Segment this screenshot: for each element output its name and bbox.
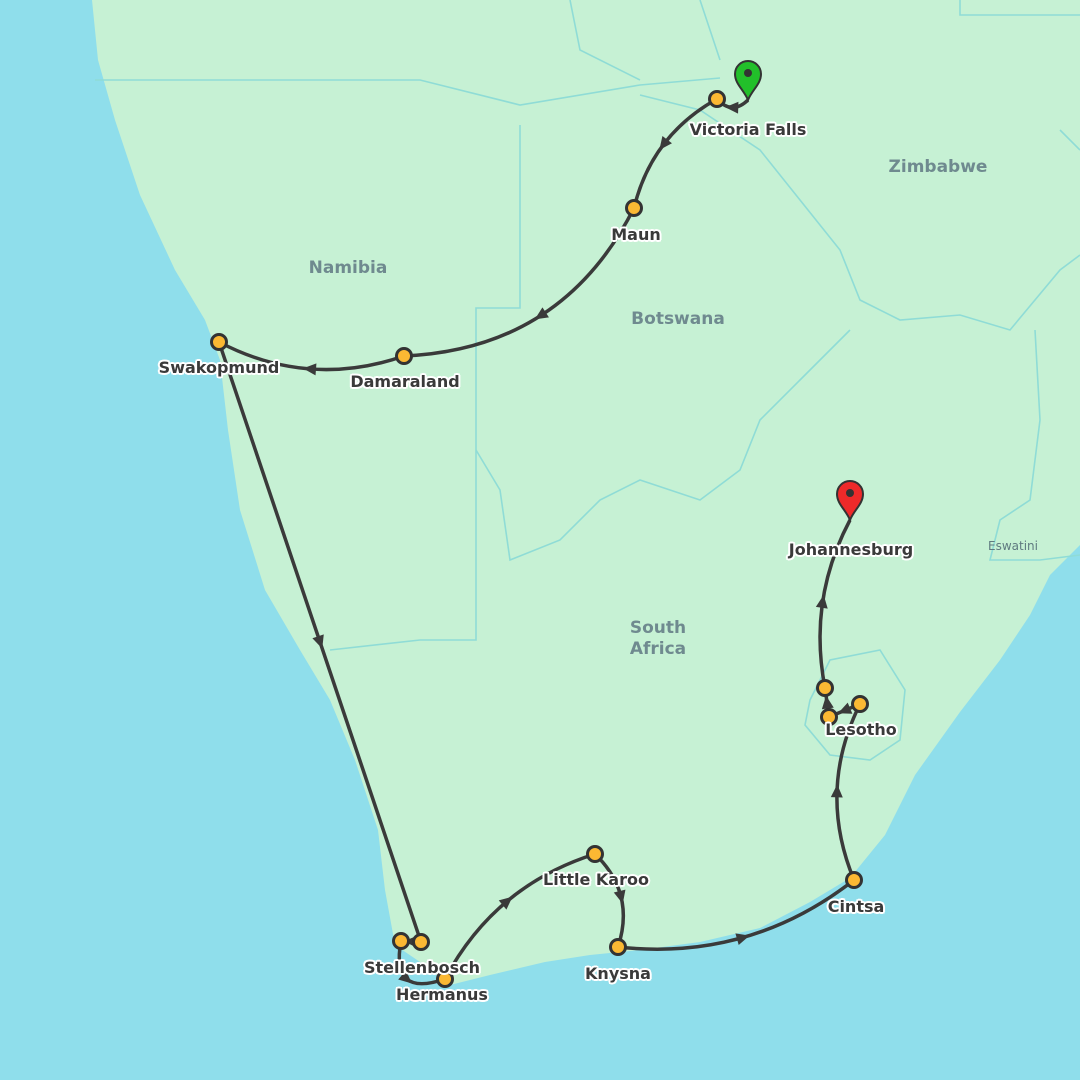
route-arrow-icon [659, 136, 672, 150]
route-arrow-icon [613, 889, 626, 904]
country-label-namibia: Namibia [308, 258, 388, 278]
end-pin-icon [835, 480, 865, 523]
route-arrow-icon [398, 970, 412, 984]
stop-marker[interactable] [708, 90, 726, 108]
route-arrow-icon [312, 634, 324, 649]
end-pin[interactable] [835, 480, 865, 523]
stop-label-stellenbosch: Stellenbosch [363, 958, 481, 977]
stop-marker[interactable] [392, 932, 410, 950]
route-arrow-icon [534, 307, 549, 320]
stop-marker[interactable] [412, 933, 430, 951]
country-label-eswatini: Eswatini [988, 539, 1038, 553]
stop-label-little-karoo: Little Karoo [543, 870, 649, 889]
land-mass [92, 0, 1080, 985]
route-arrow-icon [303, 363, 317, 376]
stop-marker[interactable] [395, 347, 413, 365]
stop-marker[interactable] [436, 970, 454, 988]
stop-marker[interactable] [851, 695, 869, 713]
route-arrow-icon [815, 594, 828, 609]
stop-label-lesotho: Lesotho [825, 720, 897, 739]
stop-marker[interactable] [845, 871, 863, 889]
stop-marker[interactable] [820, 708, 838, 726]
stop-label-johannesburg: Johannesburg [788, 540, 914, 559]
route-arrow-icon [821, 695, 834, 710]
stop-label-damaraland: Damaraland [350, 372, 460, 391]
country-label-south-africa: South Africa [629, 618, 687, 659]
stop-label-knysna: Knysna [585, 964, 651, 983]
stop-marker[interactable] [210, 333, 228, 351]
route-arrow-icon [838, 702, 853, 714]
stop-label-victoria-falls: Victoria Falls [689, 120, 807, 139]
country-label-botswana: Botswana [631, 309, 725, 329]
stop-marker[interactable] [625, 199, 643, 217]
stop-marker[interactable] [609, 938, 627, 956]
route-arrow-icon [725, 101, 739, 114]
stop-marker[interactable] [586, 845, 604, 863]
stop-label-cintsa: Cintsa [827, 897, 885, 916]
route-arrow-icon [498, 896, 513, 910]
route-arrow-icon [735, 933, 750, 945]
stop-marker[interactable] [816, 679, 834, 697]
route-arrow-icon [830, 784, 843, 798]
country-borders [95, 0, 1080, 761]
start-pin-icon [733, 60, 763, 103]
country-label-zimbabwe: Zimbabwe [888, 157, 988, 177]
start-pin[interactable] [733, 60, 763, 103]
stop-label-swakopmund: Swakopmund [158, 358, 280, 377]
route-line [217, 97, 862, 986]
stop-label-maun: Maun [611, 225, 661, 244]
stop-label-hermanus: Hermanus [396, 985, 488, 1004]
